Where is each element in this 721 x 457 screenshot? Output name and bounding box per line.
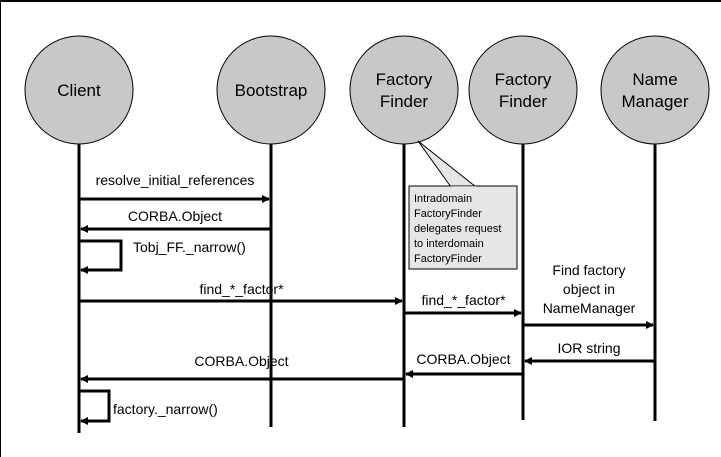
note-text-line: to interdomain [414,238,484,250]
message-label: find_*_factor* [421,292,506,308]
actor-circle [468,35,578,145]
actor-label: Client [57,81,101,100]
message-10: factory._narrow() [79,389,218,425]
message-2: CORBA.Object [80,208,271,233]
message-label: factory._narrow() [113,401,218,417]
actor-ff-intra: FactoryFinder [349,35,459,145]
actor-bootstrap: Bootstrap [216,35,326,145]
message-9: CORBA.Object [80,353,404,383]
note-pointer [417,140,478,188]
note-box [408,185,518,270]
message-label: object in [563,281,615,297]
note-text-line: FactoryFinder [414,208,482,220]
message-6: Find factory object in NameManager [523,262,654,329]
actor-circle [600,35,710,145]
message-label: IOR string [557,340,620,356]
message-4: find_*_factor* [79,281,403,305]
self-message-arrow [79,389,111,425]
note-text-line: delegates request [414,223,501,235]
message-label: CORBA.Object [128,208,222,224]
actor-ff-inter: FactoryFinder [468,35,578,145]
message-label: CORBA.Object [194,353,288,369]
message-label: Find factory [552,262,625,278]
message-label: CORBA.Object [416,351,510,367]
self-message-arrow [79,239,123,274]
note-text-line: Intradomain [414,193,472,205]
actor-circle [24,35,134,145]
actor-label: Name [632,70,677,89]
actor-label: Finder [380,92,429,111]
actor-circle [349,35,459,145]
message-5: find_*_factor* [404,292,522,317]
actor-client: Client [24,35,134,145]
message-label: Tobj_FF._narrow() [133,239,246,255]
message-1: resolve_initial_references [79,172,270,203]
actor-label: Finder [499,92,548,111]
actor-circle [216,35,326,145]
actor-label: Factory [376,70,433,89]
message-label: resolve_initial_references [96,172,255,188]
messages: resolve_initial_referencesCORBA.ObjectTo… [79,172,655,425]
actor-label: Manager [621,92,688,111]
actor-label: Factory [495,70,552,89]
actor-label: Bootstrap [235,81,308,100]
message-7: IOR string [524,340,655,365]
message-label: NameManager [543,300,636,316]
message-3: Tobj_FF._narrow() [79,239,246,274]
actor-name-manager: NameManager [600,35,710,145]
note-text-line: FactoryFinder [414,253,482,265]
message-8: CORBA.Object [405,351,523,378]
message-label: find_*_factor* [199,281,284,297]
